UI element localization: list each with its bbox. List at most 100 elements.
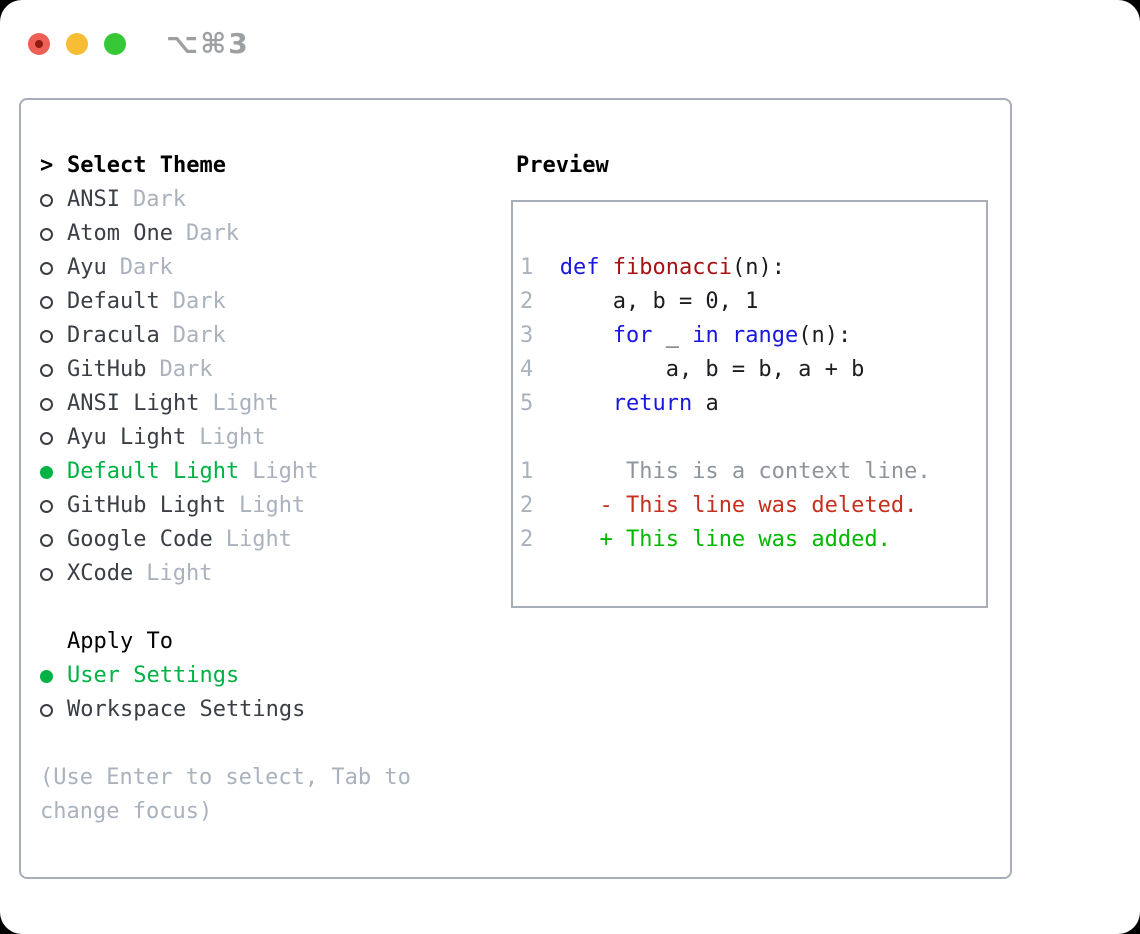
option-variant-label: Dark — [172, 289, 226, 314]
select-theme-title: Select Theme — [67, 153, 226, 178]
code-segment-num: 1 — [520, 255, 534, 280]
option-variant-label: Dark — [132, 187, 186, 212]
theme-option[interactable]: Ayu Light Light — [40, 421, 424, 455]
option-label: Ayu Light — [67, 425, 187, 450]
code-segment-ctx: This is a context line. — [533, 459, 931, 484]
option-variant-label: Dark — [159, 357, 213, 382]
radio-unselected-icon — [40, 431, 67, 445]
radio-unselected-icon — [40, 703, 67, 717]
preview-code-line: 2 - This line was deleted. — [520, 489, 986, 523]
code-segment-pl — [533, 255, 560, 280]
code-segment-del: - This line was deleted. — [599, 493, 918, 518]
apply-to-option[interactable]: User Settings — [40, 659, 424, 693]
code-segment-add: + This line was added. — [599, 527, 891, 552]
preview-title: Preview — [516, 153, 609, 178]
code-segment-num: 2 — [520, 289, 534, 314]
code-segment-pl: a — [692, 391, 719, 416]
preview-code-line: 1 This is a context line. — [520, 455, 986, 489]
option-label: Default Light — [67, 459, 240, 484]
option-variant-label: Light — [199, 425, 266, 450]
option-label: Ayu — [67, 255, 107, 280]
code-segment-pl — [533, 323, 612, 348]
option-label: Atom One — [67, 221, 173, 246]
spacer — [40, 591, 424, 625]
theme-option[interactable]: GitHub Dark — [40, 353, 424, 387]
theme-option[interactable]: XCode Light — [40, 557, 424, 591]
theme-option[interactable]: GitHub Light Light — [40, 489, 424, 523]
spacer — [40, 727, 424, 761]
code-segment-fn: fibonacci — [612, 255, 732, 280]
code-segment-pl — [533, 493, 599, 518]
option-variant-label: Light — [212, 391, 279, 416]
radio-unselected-icon — [40, 261, 67, 275]
option-variant-label: Light — [146, 561, 213, 586]
code-segment-num: 5 — [520, 391, 534, 416]
apply-to-header-row: Apply To — [40, 625, 424, 659]
code-segment-pl: a, b = 0, 1 — [533, 289, 759, 314]
option-label: Default — [67, 289, 160, 314]
zoom-button[interactable] — [104, 32, 126, 55]
code-segment-pl — [533, 391, 612, 416]
apply-to-option[interactable]: Workspace Settings — [40, 693, 424, 727]
theme-option[interactable]: ANSI Dark — [40, 183, 424, 217]
theme-option[interactable]: Default Light Light — [40, 455, 424, 489]
option-label: XCode — [67, 561, 134, 586]
theme-option[interactable]: Atom One Dark — [40, 217, 424, 251]
preview-blank-line — [520, 421, 986, 455]
radio-unselected-icon — [40, 295, 67, 309]
close-button[interactable] — [28, 32, 50, 55]
theme-option[interactable]: Default Dark — [40, 285, 424, 319]
option-variant-label: Dark — [119, 255, 173, 280]
code-segment-pl — [533, 527, 599, 552]
minimize-button[interactable] — [66, 32, 88, 55]
theme-option[interactable]: Ayu Dark — [40, 251, 424, 285]
preview-code-line: 1 def fibonacci(n): — [520, 251, 986, 285]
code-segment-num: 4 — [520, 357, 534, 382]
option-label: ANSI — [67, 187, 120, 212]
title-bar: ⌥⌘3 — [28, 27, 250, 60]
radio-selected-icon — [40, 465, 67, 479]
code-segment-num: 1 — [520, 459, 534, 484]
preview-code-line: 2 + This line was added. — [520, 523, 986, 557]
code-segment-kw: def — [559, 255, 600, 280]
code-segment-num: 2 — [520, 493, 534, 518]
apply-to-title: Apply To — [67, 629, 173, 654]
option-label: Google Code — [67, 527, 213, 552]
radio-unselected-icon — [40, 533, 67, 547]
code-segment-pl: (n): — [731, 255, 785, 280]
radio-selected-icon — [40, 669, 67, 683]
option-label: User Settings — [67, 663, 240, 688]
option-variant-label: Dark — [172, 323, 226, 348]
code-segment-kw: range — [731, 323, 799, 348]
option-variant-label: Dark — [185, 221, 239, 246]
focus-caret-icon: > — [40, 153, 54, 178]
option-label: GitHub — [67, 357, 147, 382]
keyboard-shortcut-label: ⌥⌘3 — [166, 27, 250, 60]
option-variant-label: Light — [238, 493, 306, 518]
radio-unselected-icon — [40, 193, 67, 207]
radio-unselected-icon — [40, 329, 67, 343]
code-segment-pl: (n): — [798, 323, 852, 348]
preview-code-line: 3 for _ in range(n): — [520, 319, 986, 353]
code-segment-num: 3 — [520, 323, 534, 348]
theme-option[interactable]: Dracula Dark — [40, 319, 424, 353]
preview-code-line: 2 a, b = 0, 1 — [520, 285, 986, 319]
code-segment-pl: _ — [652, 323, 693, 348]
option-label: Dracula — [67, 323, 160, 348]
code-segment-pl — [719, 323, 732, 348]
option-variant-label: Light — [252, 459, 319, 484]
code-segment-pl — [600, 255, 613, 280]
option-label: GitHub Light — [67, 493, 226, 518]
preview-code-line: 5 return a — [520, 387, 986, 421]
select-theme-header: > Select Theme — [40, 149, 424, 183]
radio-unselected-icon — [40, 363, 67, 377]
radio-unselected-icon — [40, 499, 67, 513]
radio-unselected-icon — [40, 567, 67, 581]
code-segment-pl: a, b = b, a + b — [533, 357, 865, 382]
